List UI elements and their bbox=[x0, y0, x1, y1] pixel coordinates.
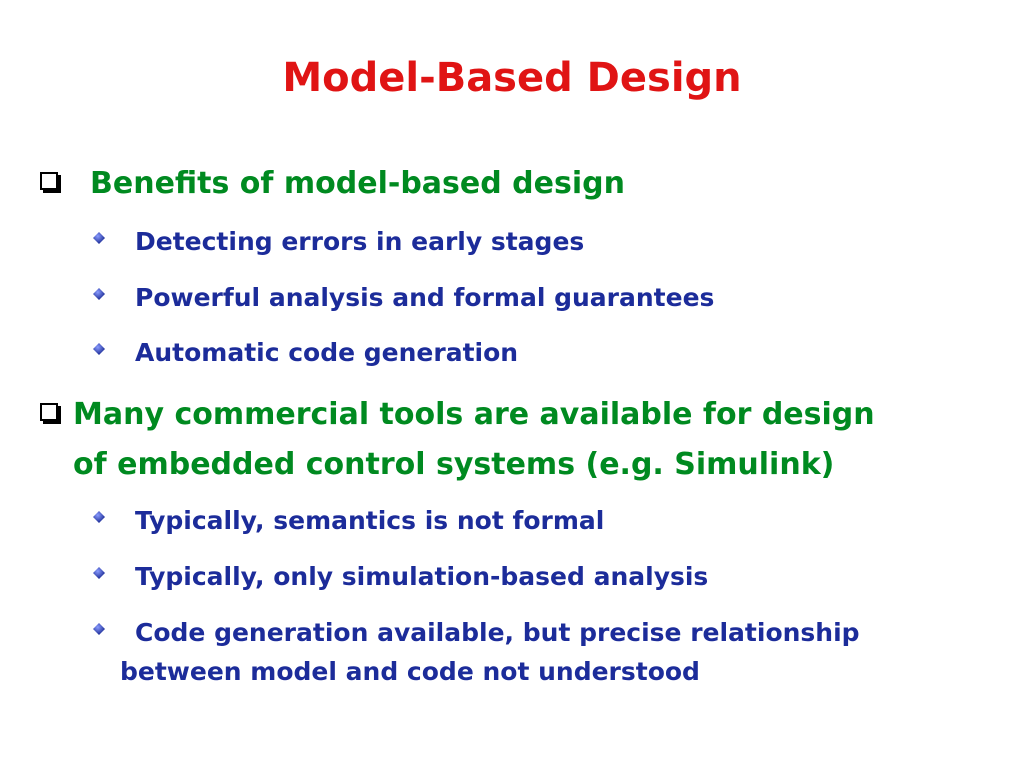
bullet-2-sub-3-line-2: between model and code not understood bbox=[120, 657, 700, 686]
diamond-bullet-icon bbox=[93, 232, 105, 244]
bullet-2-text-line-2: of embedded control systems (e.g. Simuli… bbox=[73, 447, 835, 482]
bullet-1-sub-2: Powerful analysis and formal guarantees bbox=[135, 283, 715, 312]
checkbox-icon bbox=[40, 403, 58, 421]
bullet-2-sub-3-line-1: Code generation available, but precise r… bbox=[135, 618, 860, 647]
bullet-2-sub-1: Typically, semantics is not formal bbox=[135, 506, 605, 535]
bullet-1-text: Benefits of model-based design bbox=[90, 166, 625, 201]
bullet-2-sub-2: Typically, only simulation-based analysi… bbox=[135, 562, 709, 591]
diamond-bullet-icon bbox=[93, 288, 105, 300]
bullet-1-sub-1: Detecting errors in early stages bbox=[135, 227, 585, 256]
bullet-2-text-line-1: Many commercial tools are available for … bbox=[73, 397, 875, 432]
diamond-bullet-icon bbox=[93, 567, 105, 579]
diamond-bullet-icon bbox=[93, 343, 105, 355]
checkbox-icon bbox=[40, 172, 58, 190]
diamond-bullet-icon bbox=[93, 623, 105, 635]
diamond-bullet-icon bbox=[93, 511, 105, 523]
slide-title: Model-Based Design bbox=[282, 55, 742, 101]
bullet-1-sub-3: Automatic code generation bbox=[135, 338, 519, 367]
